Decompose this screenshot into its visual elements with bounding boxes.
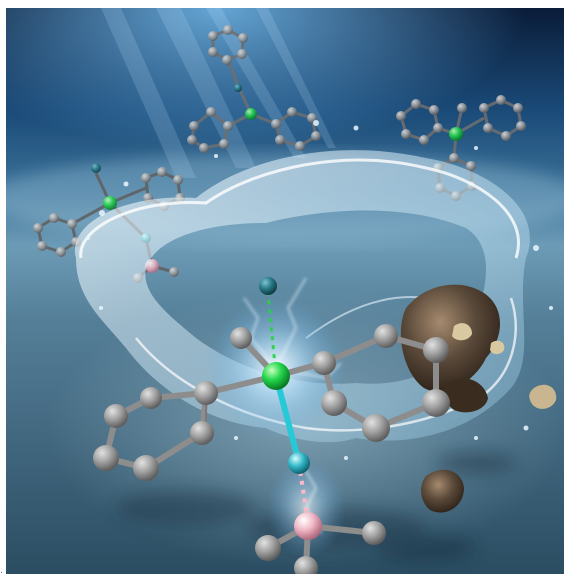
edge-mark: .: [0, 566, 3, 576]
illustration-svg: [6, 8, 564, 574]
central-molecule: [93, 277, 450, 574]
top-molecule: [187, 25, 321, 153]
molecular-illustration: [6, 8, 564, 574]
rocks: [400, 284, 557, 513]
